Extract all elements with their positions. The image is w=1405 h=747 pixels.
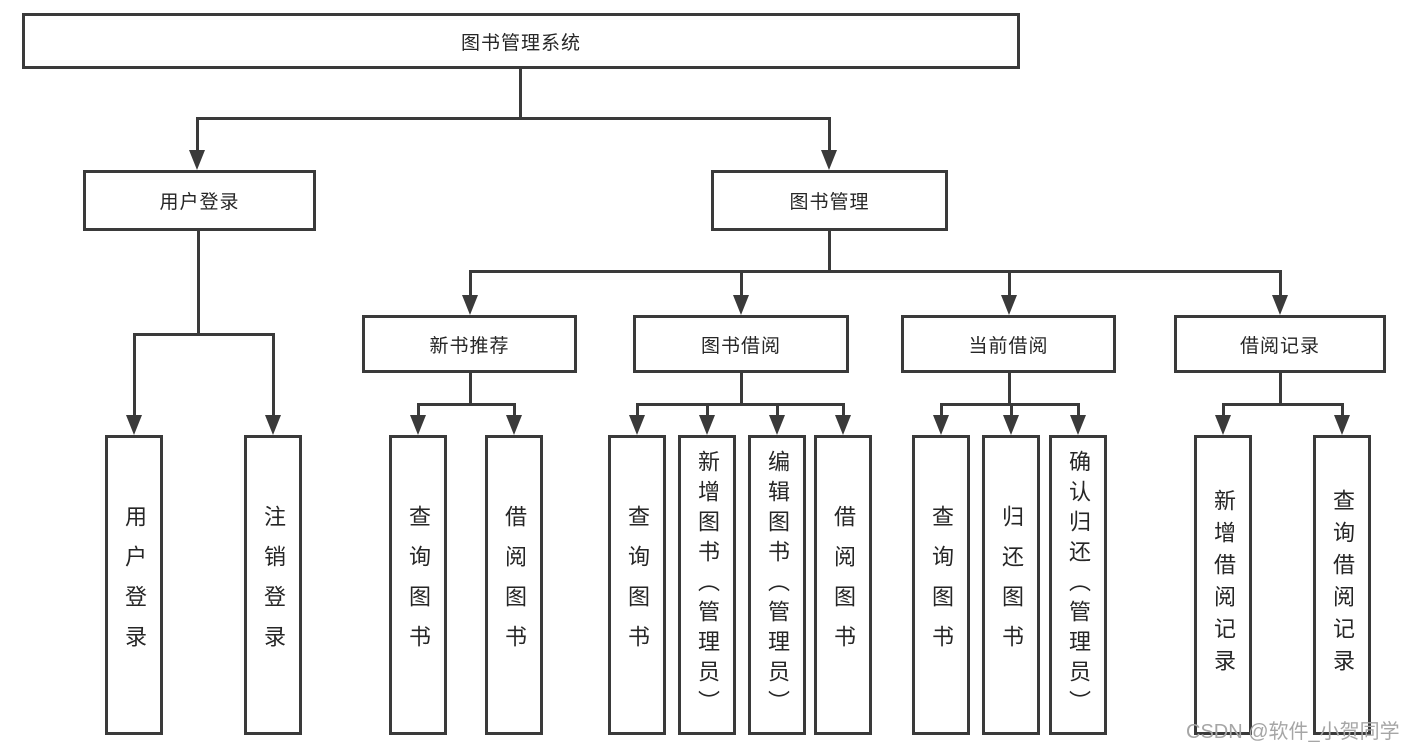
arrow-down-icon	[506, 415, 522, 435]
node-label: 查询借阅记录	[1330, 489, 1355, 681]
connector-line	[133, 333, 275, 336]
connector-line	[842, 403, 845, 419]
node-label: 用户登录	[159, 192, 240, 213]
connector-line	[519, 68, 522, 120]
connector-line	[417, 403, 516, 406]
connector-line	[272, 333, 275, 417]
arrow-down-icon	[126, 415, 142, 435]
node-label: 归还图书	[999, 505, 1024, 665]
node-label: 借阅记录	[1239, 335, 1320, 357]
arrow-down-icon	[189, 150, 205, 170]
node-label: 用户登录	[122, 505, 147, 665]
arrow-down-icon	[1003, 415, 1019, 435]
node-book-borrowing: 图书借阅	[633, 315, 849, 373]
node-label: 新增借阅记录	[1211, 489, 1236, 681]
connector-line	[513, 403, 516, 419]
connector-line	[1008, 373, 1011, 406]
connector-line	[1222, 403, 1344, 406]
connector-line	[740, 373, 743, 406]
arrow-down-icon	[769, 415, 785, 435]
arrow-down-icon	[699, 415, 715, 435]
node-new-book-recommendation: 新书推荐	[362, 315, 577, 373]
leaf-confirm-return-admin: 确认归还（管理员）	[1049, 435, 1107, 735]
connector-line	[636, 403, 845, 406]
node-label: 查询图书	[625, 505, 650, 665]
connector-line	[1010, 403, 1013, 419]
connector-line	[417, 403, 420, 419]
connector-line	[776, 403, 779, 419]
leaf-edit-books-admin: 编辑图书（管理员）	[748, 435, 806, 735]
connector-line	[133, 333, 136, 417]
leaf-borrow-books: 借阅图书	[814, 435, 872, 735]
arrow-down-icon	[1001, 295, 1017, 315]
connector-line	[940, 403, 943, 419]
node-book-management-system: 图书管理系统	[22, 13, 1020, 69]
connector-line	[828, 231, 831, 273]
connector-line	[469, 373, 472, 406]
connector-line	[1279, 373, 1282, 406]
arrow-down-icon	[265, 415, 281, 435]
leaf-query-books-current: 查询图书	[912, 435, 970, 735]
leaf-query-borrow-record: 查询借阅记录	[1313, 435, 1371, 735]
connector-line	[469, 270, 472, 297]
arrow-down-icon	[933, 415, 949, 435]
node-label: 图书管理系统	[460, 32, 581, 54]
node-borrowing-records: 借阅记录	[1174, 315, 1386, 373]
leaf-add-books-admin: 新增图书（管理员）	[678, 435, 736, 735]
connector-line	[196, 117, 199, 152]
arrow-down-icon	[1334, 415, 1350, 435]
node-label: 新增图书（管理员）	[695, 450, 720, 720]
leaf-query-books-recommend: 查询图书	[389, 435, 447, 735]
connector-line	[828, 117, 831, 152]
arrow-down-icon	[733, 295, 749, 315]
connector-line	[1279, 270, 1282, 297]
node-user-login-branch: 用户登录	[83, 170, 316, 231]
watermark: CSDN @软件_小贺同学	[1186, 721, 1400, 743]
connector-line	[636, 403, 639, 419]
node-label: 图书管理	[789, 192, 870, 213]
arrow-down-icon	[410, 415, 426, 435]
leaf-query-books-borrowing: 查询图书	[608, 435, 666, 735]
node-label: 当前借阅	[968, 335, 1049, 357]
arrow-down-icon	[821, 150, 837, 170]
connector-line	[1077, 403, 1080, 419]
node-label: 确认归还（管理员）	[1066, 450, 1091, 720]
node-label: 注销登录	[261, 505, 286, 665]
node-label: 新书推荐	[429, 335, 510, 357]
node-label: 编辑图书（管理员）	[765, 450, 790, 720]
leaf-borrow-books-recommend: 借阅图书	[485, 435, 543, 735]
leaf-add-borrow-record: 新增借阅记录	[1194, 435, 1252, 735]
node-label: 查询图书	[929, 505, 954, 665]
node-book-management: 图书管理	[711, 170, 948, 231]
connector-line	[1222, 403, 1225, 419]
arrow-down-icon	[835, 415, 851, 435]
node-label: 查询图书	[406, 505, 431, 665]
connector-line	[196, 117, 831, 120]
arrow-down-icon	[1215, 415, 1231, 435]
arrow-down-icon	[1272, 295, 1288, 315]
node-label: 借阅图书	[502, 505, 527, 665]
connector-line	[706, 403, 709, 419]
connector-line	[469, 270, 1282, 273]
node-label: 借阅图书	[831, 505, 856, 665]
arrow-down-icon	[629, 415, 645, 435]
arrow-down-icon	[1070, 415, 1086, 435]
leaf-user-login: 用户登录	[105, 435, 163, 735]
connector-line	[1008, 270, 1011, 297]
connector-line	[1341, 403, 1344, 419]
node-label: 图书借阅	[700, 335, 781, 357]
connector-line	[197, 231, 200, 336]
arrow-down-icon	[462, 295, 478, 315]
connector-line	[740, 270, 743, 297]
node-current-borrowing: 当前借阅	[901, 315, 1116, 373]
leaf-logout: 注销登录	[244, 435, 302, 735]
leaf-return-books: 归还图书	[982, 435, 1040, 735]
